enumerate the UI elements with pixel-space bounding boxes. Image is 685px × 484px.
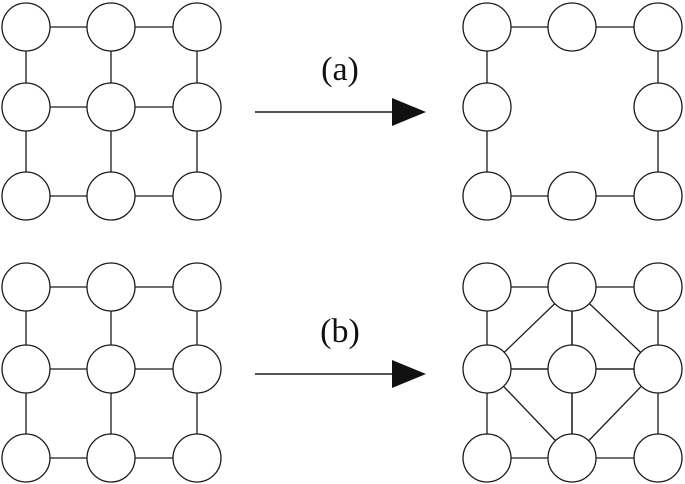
graph-b-before-node-middle-right	[172, 344, 222, 394]
graph-a-before-node-middle-left	[1, 82, 51, 132]
graph-a-after-node-bottom-middle	[547, 171, 597, 221]
graph-b-after-node-top-middle	[547, 262, 597, 312]
graph-a-before-node-top-left	[1, 2, 51, 52]
graph-a-after-node-top-left	[462, 2, 512, 52]
graph-b-after-node-center	[547, 344, 597, 394]
graph-b-before-node-bottom-left	[1, 433, 51, 483]
graph-b-after-node-bottom-left	[462, 433, 512, 483]
graph-b-before-node-middle-left	[1, 344, 51, 394]
graph-a-after-node-top-middle	[547, 2, 597, 52]
graph-a-before-node-top-middle	[86, 2, 136, 52]
graph-a-before-node-top-right	[172, 2, 222, 52]
graph-a-before-node-middle-right	[172, 82, 222, 132]
graph-b-after-node-top-right	[633, 262, 683, 312]
graph-b-before-node-bottom-right	[172, 433, 222, 483]
graph-b-before-node-top-middle	[86, 262, 136, 312]
graph-b-after-node-middle-left	[462, 344, 512, 394]
graph-b-before-node-center	[86, 344, 136, 394]
graph-b-after-node-top-left	[462, 262, 512, 312]
transformation-arrow-a	[255, 98, 426, 126]
graph-a-before-node-bottom-right	[172, 171, 222, 221]
graph-b-before-node-bottom-middle	[86, 433, 136, 483]
graph-b-after-node-bottom-middle	[547, 433, 597, 483]
graph-b-before-node-top-left	[1, 262, 51, 312]
graph-a-after-node-middle-right	[633, 82, 683, 132]
graph-a-after-node-top-right	[633, 2, 683, 52]
graph-a-after-node-middle-left	[462, 82, 512, 132]
graph-a-after-node-bottom-right	[633, 171, 683, 221]
transformation-label-b: (b)	[320, 313, 360, 350]
graph-a-before-node-bottom-middle	[86, 171, 136, 221]
transformation-label-a: (a)	[321, 51, 359, 88]
graph-b-after-node-middle-right	[633, 344, 683, 394]
graph-a-before-node-center	[86, 82, 136, 132]
graph-b-before-node-top-right	[172, 262, 222, 312]
graph-a-before-node-bottom-left	[1, 171, 51, 221]
graph-a-after-node-bottom-left	[462, 171, 512, 221]
graph-b-after-node-bottom-right	[633, 433, 683, 483]
transformation-arrow-b	[255, 360, 426, 388]
